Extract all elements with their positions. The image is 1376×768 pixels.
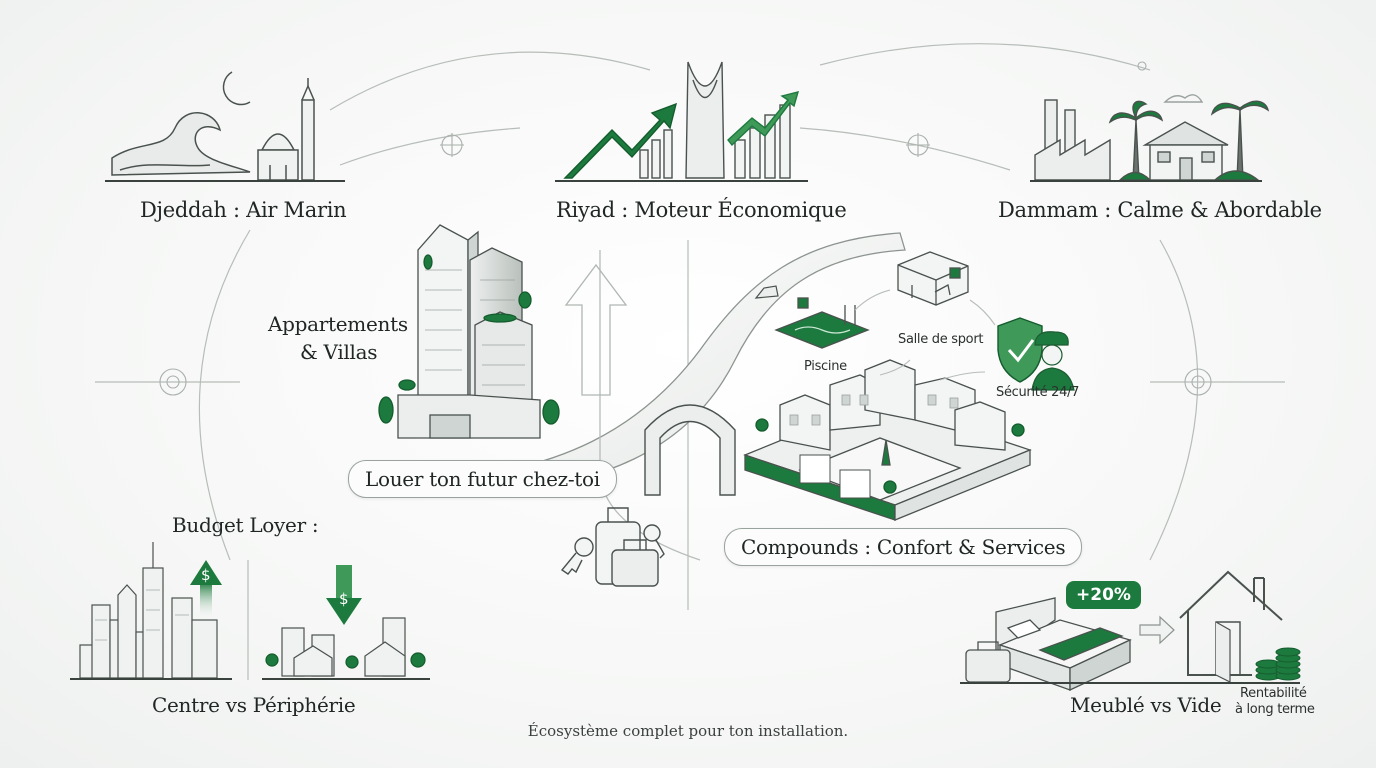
suburb-icon bbox=[262, 617, 430, 680]
apartment-towers bbox=[378, 224, 560, 439]
arch-icon bbox=[644, 404, 736, 496]
factory-icon bbox=[1034, 99, 1111, 181]
label-center-vs-periphery: Centre vs Périphérie bbox=[152, 693, 356, 717]
rising-arrow-icon bbox=[563, 102, 678, 179]
coins-icon bbox=[1255, 647, 1301, 681]
label-apartments-line2: & Villas bbox=[300, 340, 378, 364]
shield-check-icon bbox=[997, 317, 1043, 383]
bed-icon bbox=[995, 597, 1132, 692]
label-profitability-line1: Rentabilité bbox=[1240, 686, 1307, 701]
palm-tree-icon bbox=[1108, 100, 1270, 181]
empty-house-icon bbox=[1179, 570, 1283, 683]
pill-rent-future: Louer ton futur chez-toi bbox=[348, 460, 617, 498]
city-skyline-icon bbox=[70, 542, 232, 680]
label-dammam: Dammam : Calme & Abordable bbox=[998, 198, 1322, 222]
label-budget: Budget Loyer : bbox=[172, 513, 319, 537]
label-pool: Piscine bbox=[804, 359, 847, 374]
skyscraper-icon bbox=[417, 224, 469, 406]
target-marks bbox=[159, 61, 1212, 396]
connection-lines bbox=[95, 43, 1285, 680]
label-gym: Salle de sport bbox=[898, 332, 984, 347]
label-furnished-vs-empty: Meublé vs Vide bbox=[1070, 693, 1222, 717]
mosque-icon bbox=[257, 78, 315, 181]
label-apartments-line1: Appartements bbox=[268, 312, 408, 336]
small-car-icon bbox=[754, 285, 779, 299]
guard-icon bbox=[1031, 331, 1075, 391]
dollar-down-sign: $ bbox=[339, 590, 349, 608]
kingdom-tower-icon bbox=[685, 61, 725, 179]
label-profitability-line2: à long terme bbox=[1235, 702, 1315, 717]
house-icon bbox=[1142, 121, 1229, 181]
service-links bbox=[854, 289, 996, 381]
wave-icon bbox=[111, 112, 251, 176]
pill-compounds: Compounds : Confort & Services bbox=[724, 528, 1083, 566]
footer-caption: Écosystème complet pour ton installation… bbox=[527, 722, 849, 740]
compound-icon bbox=[743, 359, 1032, 521]
arrow-down-dollar-icon bbox=[326, 565, 362, 625]
crescent-moon-icon bbox=[222, 71, 251, 106]
key-icon bbox=[560, 524, 665, 575]
arrow-up-dollar-icon bbox=[190, 560, 222, 620]
arrow-right-icon bbox=[1139, 615, 1175, 645]
dollar-up-sign: $ bbox=[201, 566, 211, 584]
riyadh-illustration bbox=[555, 61, 808, 182]
label-riyadh: Riyad : Moteur Économique bbox=[556, 198, 847, 222]
label-jeddah: Djeddah : Air Marin bbox=[140, 198, 347, 222]
growth-badge: +20% bbox=[1066, 581, 1141, 609]
pool-icon bbox=[774, 297, 870, 349]
label-security: Sécurité 24/7 bbox=[996, 385, 1080, 400]
luggage-icon bbox=[595, 507, 659, 587]
gym-icon bbox=[897, 251, 969, 306]
up-arrow-outline bbox=[564, 263, 628, 396]
dammam-illustration bbox=[1030, 94, 1270, 182]
jeddah-illustration bbox=[105, 71, 345, 182]
